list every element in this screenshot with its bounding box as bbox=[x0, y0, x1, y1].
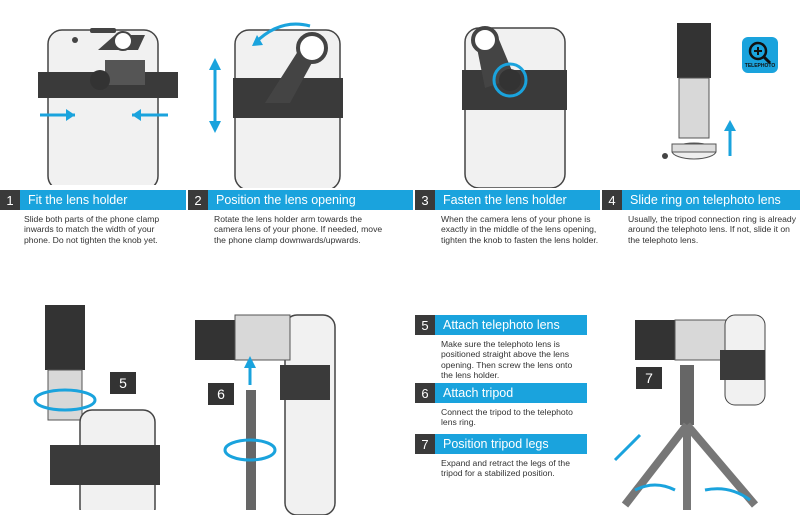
step3-illustration bbox=[440, 18, 580, 188]
step-title: Fit the lens holder bbox=[20, 193, 127, 207]
step-title: Attach telephoto lens bbox=[435, 318, 560, 332]
step-7-banner: 7 Position tripod legs bbox=[415, 434, 587, 454]
step7-illustration bbox=[595, 295, 795, 515]
step-number: 3 bbox=[415, 190, 435, 210]
telephoto-icon-label: TELEPHOTO bbox=[740, 63, 780, 69]
step-title: Attach tripod bbox=[435, 386, 513, 400]
step-title: Position tripod legs bbox=[435, 437, 549, 451]
step-number: 1 bbox=[0, 190, 20, 210]
step-3-description: When the camera lens of your phone is ex… bbox=[441, 214, 609, 245]
step-2-banner: 2 Position the lens opening bbox=[188, 190, 413, 210]
step-3-banner: 3 Fasten the lens holder bbox=[415, 190, 600, 210]
step-title: Slide ring on telephoto lens bbox=[622, 193, 781, 207]
step4-illustration bbox=[655, 18, 745, 168]
step-2-description: Rotate the lens holder arm towards the c… bbox=[214, 214, 392, 245]
step-5-banner: 5 Attach telephoto lens bbox=[415, 315, 587, 335]
step-7-description: Expand and retract the legs of the tripo… bbox=[441, 458, 581, 479]
step-number: 2 bbox=[188, 190, 208, 210]
step-title: Position the lens opening bbox=[208, 193, 356, 207]
step2-illustration bbox=[205, 18, 375, 188]
step-5-description: Make sure the telephoto lens is position… bbox=[441, 339, 581, 381]
step-5-badge: 5 bbox=[110, 372, 136, 394]
step-6-description: Connect the tripod to the telephoto lens… bbox=[441, 407, 581, 428]
step-1-banner: 1 Fit the lens holder bbox=[0, 190, 186, 210]
step-number: 6 bbox=[415, 383, 435, 403]
step5-illustration bbox=[20, 300, 160, 510]
step1-illustration bbox=[20, 10, 190, 185]
step-7-badge: 7 bbox=[636, 367, 662, 389]
step-4-description: Usually, the tripod connection ring is a… bbox=[628, 214, 796, 245]
step-4-banner: 4 Slide ring on telephoto lens bbox=[602, 190, 800, 210]
step-title: Fasten the lens holder bbox=[435, 193, 567, 207]
step-1-description: Slide both parts of the phone clamp inwa… bbox=[24, 214, 174, 245]
step-number: 7 bbox=[415, 434, 435, 454]
step-number: 4 bbox=[602, 190, 622, 210]
step-6-badge: 6 bbox=[208, 383, 234, 405]
step-6-banner: 6 Attach tripod bbox=[415, 383, 587, 403]
step-number: 5 bbox=[415, 315, 435, 335]
